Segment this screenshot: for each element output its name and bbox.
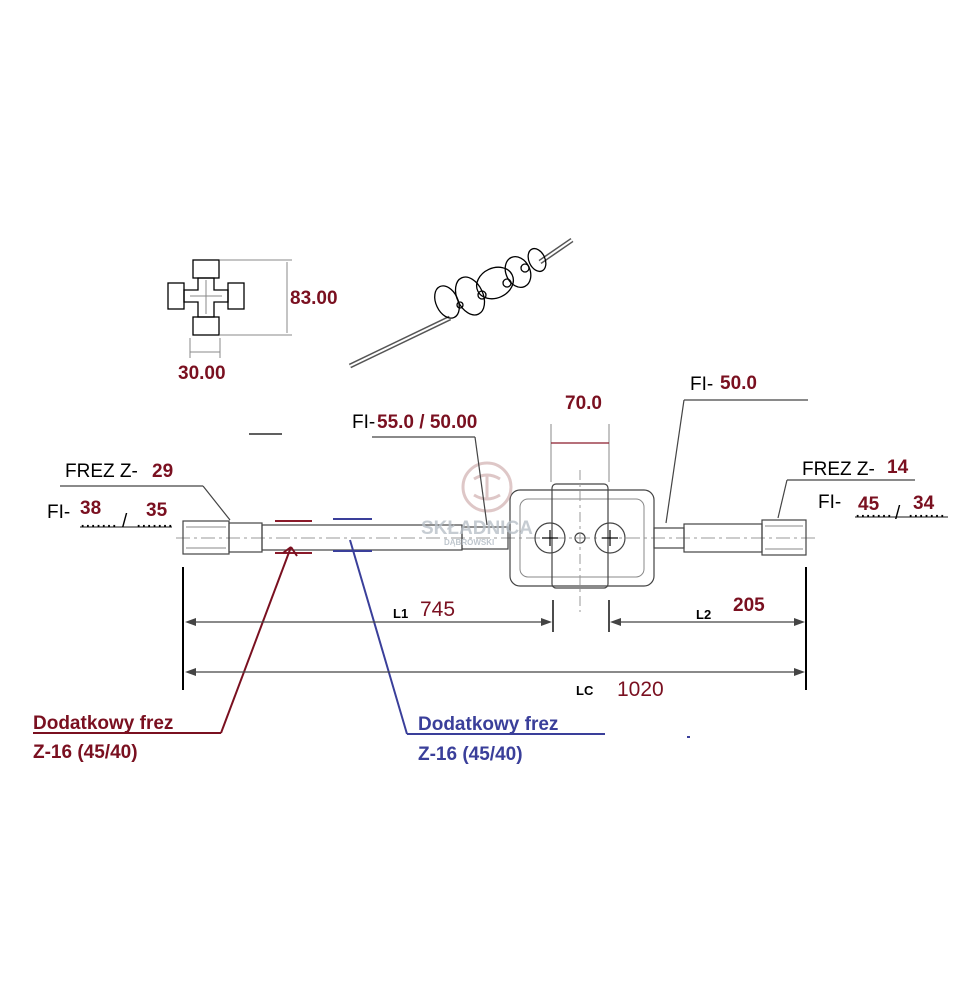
callout-leaders xyxy=(60,399,948,528)
extra-spline-marks xyxy=(33,518,690,738)
extra-spline-red-line1: Dodatkowy frez xyxy=(33,713,173,734)
extra-spline-red-line2: Z-16 (45/40) xyxy=(33,742,138,763)
left-fi-dots-1: ....... xyxy=(80,511,117,532)
cross-schematic xyxy=(167,259,292,358)
left-fi-dots-2: ....... xyxy=(136,511,173,532)
l2-value: 205 xyxy=(733,595,765,616)
left-fi-outer: 38 xyxy=(80,498,101,519)
isometric-shaft-sketch xyxy=(348,237,574,369)
cross-width-value: 30.00 xyxy=(178,363,226,384)
extra-spline-blue-line2: Z-16 (45/40) xyxy=(418,744,523,765)
left-shaft-fi-prefix: FI- xyxy=(352,412,375,433)
extra-spline-blue-line1: Dodatkowy frez xyxy=(418,714,558,735)
watermark-sub: DĄBROWSKI xyxy=(444,538,494,547)
right-fi-dots-1: ....... xyxy=(855,501,892,522)
left-fi-slash: / xyxy=(122,511,128,532)
yoke-width-dimension xyxy=(550,424,610,482)
left-shaft-fi-value: 55.0 / 50.00 xyxy=(377,412,477,433)
length-dimensions xyxy=(182,567,807,690)
right-shaft-fi-value: 50.0 xyxy=(720,373,757,394)
left-fi-prefix: FI- xyxy=(47,502,70,523)
left-frez-value: 29 xyxy=(152,461,173,482)
right-fi-outer: 45 xyxy=(858,494,880,515)
left-fi-inner: 35 xyxy=(146,500,168,521)
lc-value: 1020 xyxy=(617,678,664,701)
l1-label: L1 xyxy=(393,606,408,621)
shaft-side-view xyxy=(176,470,815,612)
cross-height-value: 83.00 xyxy=(290,288,338,309)
l1-value: 745 xyxy=(420,598,455,621)
right-frez-value: 14 xyxy=(887,457,909,478)
yoke-width-value: 70.0 xyxy=(565,393,602,414)
right-fi-prefix: FI- xyxy=(818,492,841,513)
right-fi-inner: 34 xyxy=(913,493,935,514)
watermark-logo xyxy=(461,461,513,513)
right-fi-dots-2: ....... xyxy=(908,501,945,522)
right-shaft-fi-prefix: FI- xyxy=(690,374,713,395)
right-fi-slash: / xyxy=(895,503,901,524)
l2-label: L2 xyxy=(696,607,711,622)
left-frez-prefix: FREZ Z- xyxy=(65,461,138,482)
right-frez-prefix: FREZ Z- xyxy=(802,459,875,480)
watermark-name: SKŁADNICA xyxy=(421,518,533,539)
lc-label: LC xyxy=(576,683,594,698)
